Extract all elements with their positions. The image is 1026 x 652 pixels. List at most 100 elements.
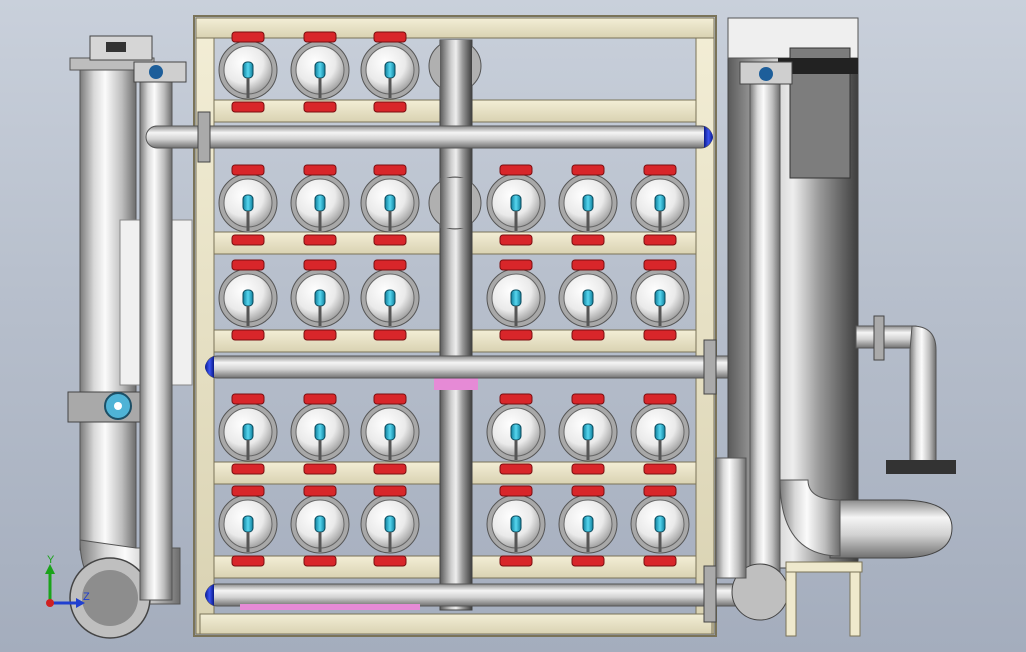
right-motor-cap: [778, 58, 858, 74]
right-small-pipe: [715, 457, 747, 579]
vessel-upper-clamp: [643, 393, 677, 405]
vessel-gauge: [242, 61, 254, 79]
left-riser-assembly: [67, 35, 193, 639]
bottom-header-pipe: [205, 583, 783, 607]
right-stand-base: [785, 561, 863, 573]
membrane-vessel: [290, 259, 350, 341]
triad-origin: [46, 599, 54, 607]
membrane-vessel: [486, 393, 546, 475]
membrane-vessel: [360, 485, 420, 567]
vessel-upper-clamp: [303, 164, 337, 176]
vessel-lower-clamp: [643, 234, 677, 246]
vessel-lower-clamp: [643, 555, 677, 567]
right-riser-gauge: [759, 67, 773, 81]
vessel-lower-clamp: [571, 234, 605, 246]
vessel-port: [388, 306, 392, 326]
vessel-gauge: [242, 423, 254, 441]
vessel-port: [658, 211, 662, 231]
vessel-port: [586, 211, 590, 231]
vessel-upper-clamp: [499, 485, 533, 497]
vessel-upper-clamp: [303, 485, 337, 497]
membrane-vessel: [360, 259, 420, 341]
vessel-upper-clamp: [373, 485, 407, 497]
vessel-lower-clamp: [231, 101, 265, 113]
membrane-vessel: [486, 259, 546, 341]
right-pump-volute: [829, 499, 953, 559]
vessel-upper-clamp: [499, 259, 533, 271]
vessel-upper-clamp: [231, 259, 265, 271]
vessel-port: [318, 306, 322, 326]
left-outer-pipe: [139, 79, 173, 601]
vessel-port: [586, 306, 590, 326]
frame-outer: [193, 15, 717, 637]
vessel-gauge: [314, 515, 326, 533]
vessel-lower-clamp: [373, 329, 407, 341]
left-riser-bottom-flange-bore: [82, 570, 138, 626]
vessel-port: [388, 78, 392, 98]
vessel-lower-clamp: [571, 463, 605, 475]
vessel-upper-clamp: [499, 164, 533, 176]
vessel-lower-clamp: [303, 234, 337, 246]
vessel-port: [246, 532, 250, 552]
membrane-vessel: [218, 485, 278, 567]
triad-y-arrow: [45, 564, 55, 574]
right-riser-pipe: [749, 79, 781, 601]
vessel-upper-clamp: [643, 485, 677, 497]
middle-header-flange: [703, 339, 717, 395]
vessel-upper-clamp: [303, 393, 337, 405]
bottom-header-end-cap: [205, 584, 214, 606]
vessel-lower-clamp: [499, 329, 533, 341]
vessel-gauge: [314, 61, 326, 79]
vessel-gauge: [314, 423, 326, 441]
bottom-header-flange: [703, 565, 717, 623]
vessel-port: [658, 532, 662, 552]
vessel-gauge: [654, 289, 666, 307]
membrane-vessel: [630, 259, 690, 341]
vessel-gauge: [582, 289, 594, 307]
vessel-upper-clamp: [499, 393, 533, 405]
vessel-gauge: [242, 515, 254, 533]
vessel-gauge: [384, 289, 396, 307]
right-column-assembly: [715, 17, 956, 637]
triad-z-arrow: [76, 598, 85, 608]
vessel-upper-clamp: [373, 393, 407, 405]
membrane-vessel: [360, 164, 420, 246]
vessel-port: [586, 532, 590, 552]
vessel-lower-clamp: [643, 329, 677, 341]
vessel-upper-clamp: [303, 31, 337, 43]
vessel-gauge: [510, 289, 522, 307]
vessel-upper-clamp: [643, 164, 677, 176]
vessel-gauge: [384, 515, 396, 533]
vessel-upper-clamp: [303, 259, 337, 271]
vessel-port: [388, 440, 392, 460]
vessel-gauge: [314, 289, 326, 307]
vessel-lower-clamp: [499, 234, 533, 246]
left-outer-pipe-gauge: [149, 65, 163, 79]
center-column-mid-pipe: [440, 178, 472, 228]
vessel-gauge: [314, 194, 326, 212]
vessel-gauge: [582, 515, 594, 533]
frame-right-post: [695, 17, 715, 635]
membrane-vessel: [218, 393, 278, 475]
bottom-pink-strip: [240, 604, 420, 610]
frame-left-post: [195, 17, 215, 635]
vessel-upper-clamp: [571, 164, 605, 176]
vessel-port: [388, 211, 392, 231]
vessel-upper-clamp: [373, 164, 407, 176]
membrane-vessel: [630, 164, 690, 246]
vessel-port: [318, 78, 322, 98]
vessel-upper-clamp: [571, 485, 605, 497]
right-side-outlet: [855, 325, 917, 349]
membrane-vessel: [630, 393, 690, 475]
membrane-vessel: [218, 31, 278, 113]
vessel-lower-clamp: [499, 463, 533, 475]
vessel-lower-clamp: [373, 101, 407, 113]
top-header-pipe: [145, 125, 713, 149]
right-side-elbow: [909, 325, 937, 471]
vessel-port: [514, 306, 518, 326]
vessel-gauge: [654, 515, 666, 533]
vessel-gauge: [654, 194, 666, 212]
membrane-vessel: [558, 164, 618, 246]
membrane-vessel: [290, 164, 350, 246]
